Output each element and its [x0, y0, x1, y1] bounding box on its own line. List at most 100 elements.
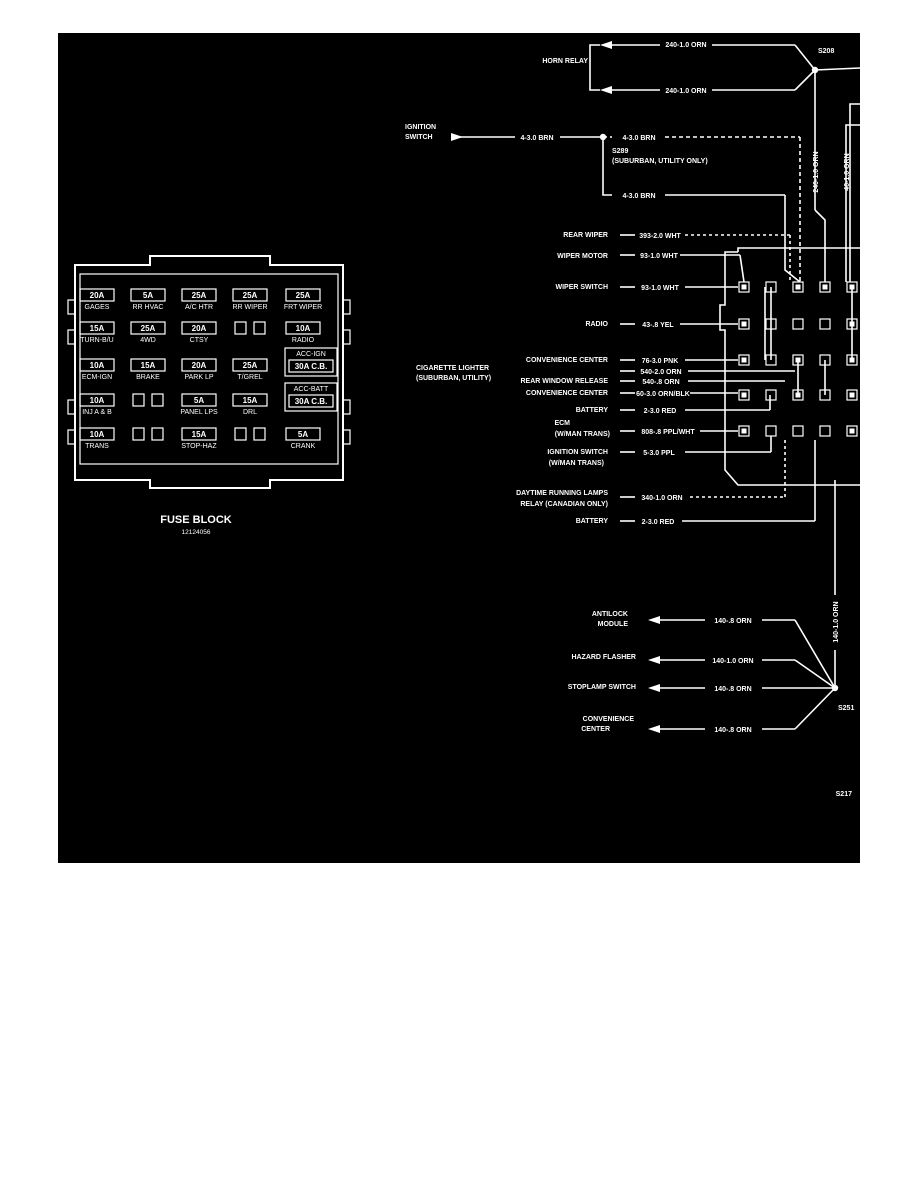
connector-pin [765, 389, 777, 401]
wire-segment [794, 687, 836, 730]
fuse-rating: 25A [296, 291, 311, 300]
wire-segment [739, 254, 745, 283]
pin-terminal [849, 428, 855, 434]
fuse-rating: 25A [243, 291, 258, 300]
component-label: HORN RELAY [542, 58, 588, 65]
fuse-outline [181, 358, 217, 372]
component-label: RELAY (CANADIAN ONLY) [520, 501, 608, 508]
empty-fuse-slot [132, 427, 145, 441]
wire-segment [794, 44, 816, 71]
component-label: CONVENIENCE [583, 716, 635, 723]
component-label: ANTILOCK [592, 611, 628, 618]
empty-fuse-slot [151, 393, 164, 407]
empty-fuse-slot [151, 427, 164, 441]
fuse-name: 4WD [140, 337, 156, 344]
empty-fuse-slot [234, 321, 247, 335]
fuse-rating: 25A [141, 324, 156, 333]
fuse-outline [181, 427, 217, 441]
connector-pin [792, 281, 804, 293]
fuse-name: TRANS [85, 443, 109, 450]
component-label: BATTERY [576, 518, 609, 525]
wire-label: 140-1.0 ORN [712, 658, 753, 665]
component-label: BATTERY [576, 407, 609, 414]
fuse-outline [79, 358, 115, 372]
arrow-icon [600, 86, 612, 94]
connector-pin [819, 318, 831, 330]
pin-terminal [741, 357, 747, 363]
horn-relay-bracket [589, 44, 600, 91]
component-label: WIPER MOTOR [557, 253, 608, 260]
fuse-rating: 20A [192, 324, 207, 333]
wire-path [849, 103, 860, 282]
wire-label: 808-.8 PPL/WHT [641, 429, 695, 436]
connector-pin [846, 425, 858, 437]
splice-label: S208 [818, 48, 834, 55]
wire-segment [794, 659, 836, 689]
component-label: WIPER SWITCH [556, 284, 609, 291]
fuse-name: GAGES [85, 304, 110, 311]
wire-label: 340-1.0 ORN [641, 495, 682, 502]
fuse-name: PANEL LPS [180, 409, 218, 416]
component-label: DAYTIME RUNNING LAMPS [516, 490, 608, 497]
fuse-name: BRAKE [136, 374, 160, 381]
fuse-outline [285, 288, 321, 302]
fuse-outline [181, 321, 217, 335]
fuse-rating: 10A [90, 396, 105, 405]
fuse-outline [232, 358, 268, 372]
wire-label: 540-2.0 ORN [640, 369, 681, 376]
fuse-outline [79, 288, 115, 302]
fuse-outline [79, 393, 115, 407]
breaker-rating: 30A C.B. [295, 397, 328, 406]
mount-tab [342, 399, 351, 415]
fuse-block-part-number: 12124056 [182, 529, 211, 536]
fuse-outline [232, 288, 268, 302]
fuse-outline [285, 427, 321, 441]
component-label: SWITCH [405, 134, 433, 141]
connector-pin [819, 425, 831, 437]
connector-outline [737, 247, 860, 252]
component-label: CENTER [581, 726, 610, 733]
fuse-rating: 25A [243, 361, 258, 370]
wire-label: 4-3.0 BRN [520, 135, 553, 142]
fuse-rating: 20A [90, 291, 105, 300]
component-label: MODULE [598, 621, 629, 628]
empty-fuse-slot [253, 321, 266, 335]
fuse-name: TURN-B/U [80, 337, 113, 344]
connector-pin [738, 425, 750, 437]
fuse-name: T/GREL [237, 374, 262, 381]
fuse-rating: 10A [90, 430, 105, 439]
component-label: REAR WINDOW RELEASE [521, 378, 609, 385]
wire-label: 43-.8 YEL [642, 322, 674, 329]
fuse-name: ECM-IGN [82, 374, 112, 381]
mount-tab [67, 429, 76, 445]
fuse-name: DRL [243, 409, 257, 416]
fuse-name: INJ A & B [82, 409, 112, 416]
wire-label: 140-.8 ORN [714, 727, 751, 734]
breaker-label: ACC-IGN [296, 351, 326, 358]
wire-label: 140-.8 ORN [714, 618, 751, 625]
arrow-icon [648, 616, 660, 624]
fuse-rating: 25A [192, 291, 207, 300]
fuse-rating: 15A [141, 361, 156, 370]
fuse-rating: 20A [192, 361, 207, 370]
pin-terminal [741, 428, 747, 434]
wire-segment [814, 67, 861, 71]
pin-terminal [741, 392, 747, 398]
wire-label: 240-1.0 ORN [813, 151, 820, 192]
pin-terminal [849, 392, 855, 398]
wire-label: 4-3.0 BRN [622, 135, 655, 142]
wire-label: 60-3.0 ORN/BLK [636, 391, 690, 398]
fuse-outline [181, 288, 217, 302]
component-label: CONVENIENCE CENTER [526, 357, 608, 364]
wire-label: 140-1.0 ORN [833, 601, 840, 642]
connector-outline [719, 251, 860, 486]
wire-path [845, 124, 860, 282]
pin-terminal [795, 284, 801, 290]
breaker-outline [288, 359, 334, 373]
fuse-outline [79, 321, 115, 335]
fuse-rating: 5A [298, 430, 308, 439]
component-label: RADIO [585, 321, 608, 328]
